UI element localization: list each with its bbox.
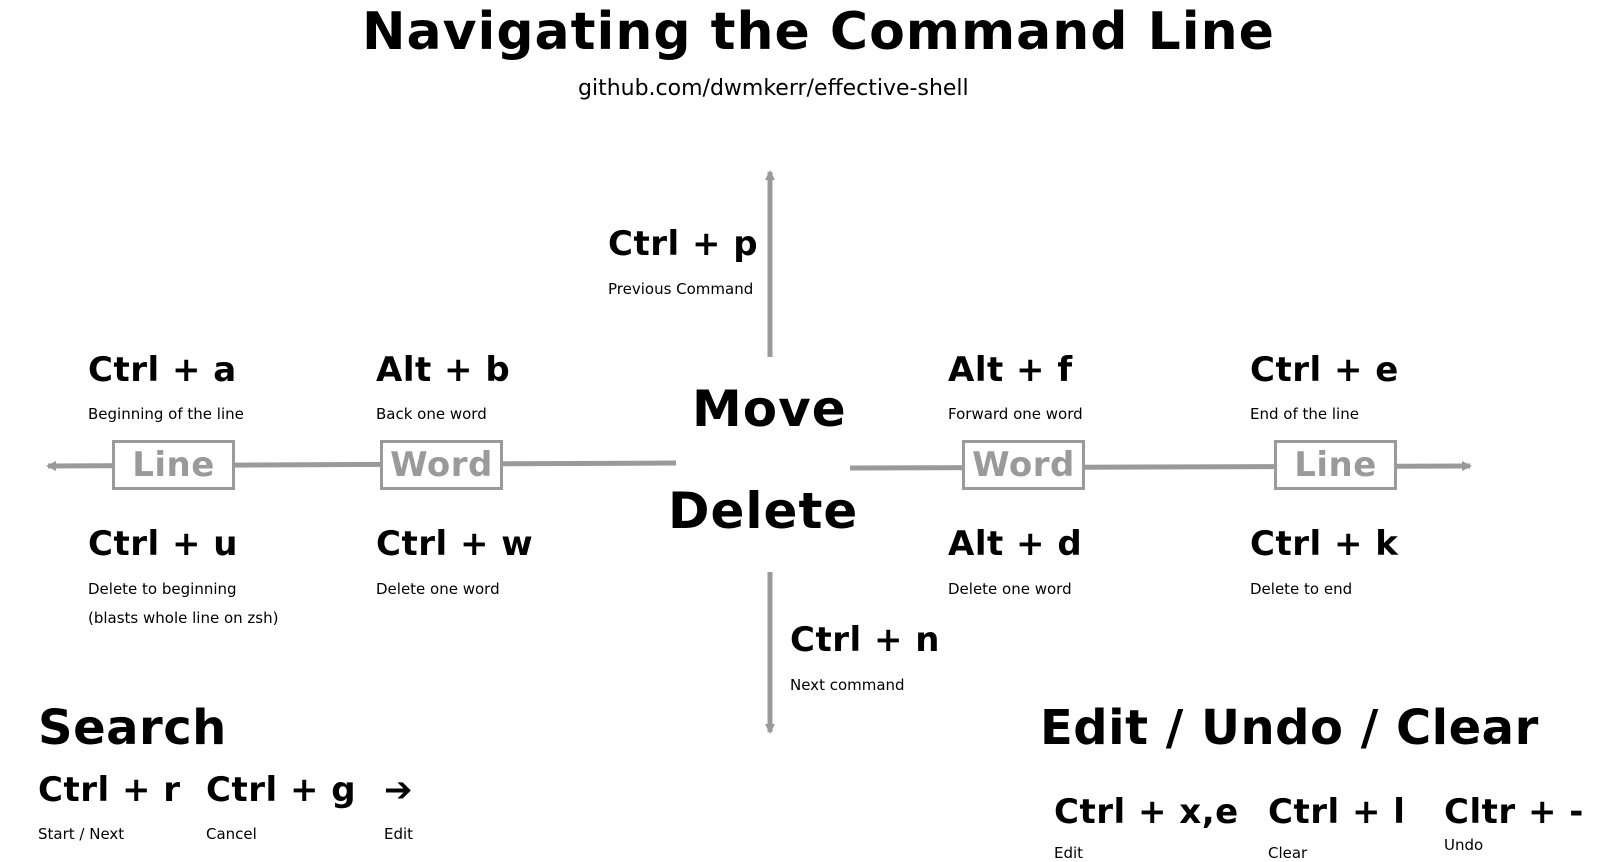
next-command-desc: Next command	[790, 676, 905, 694]
next-command-key: Ctrl + n	[790, 620, 940, 660]
move-line-start-desc: Beginning of the line	[88, 405, 244, 423]
move-word-forward-desc: Forward one word	[948, 405, 1083, 423]
move-label: Move	[692, 380, 847, 438]
edit-title: Edit / Undo / Clear	[1040, 700, 1539, 756]
delete-line-end-key: Ctrl + k	[1250, 524, 1399, 564]
previous-command-key: Ctrl + p	[608, 224, 759, 264]
search-cancel-key: Ctrl + g	[206, 770, 357, 810]
delete-word-forward-desc: Delete one word	[948, 580, 1072, 598]
search-edit-arrow-icon: ➔	[384, 770, 413, 810]
delete-line-start-key: Ctrl + u	[88, 524, 238, 564]
delete-line-start-desc: Delete to beginning	[88, 580, 237, 598]
delete-word-back-desc: Delete one word	[376, 580, 500, 598]
right-line-box: Line	[1274, 440, 1397, 490]
delete-word-forward-key: Alt + d	[948, 524, 1083, 564]
move-word-forward-key: Alt + f	[948, 350, 1073, 390]
delete-word-back-key: Ctrl + w	[376, 524, 534, 564]
delete-label: Delete	[668, 482, 859, 540]
delete-line-end-desc: Delete to end	[1250, 580, 1353, 598]
left-word-box: Word	[380, 440, 503, 490]
undo-desc: Undo	[1444, 836, 1484, 854]
search-edit-desc: Edit	[384, 825, 414, 843]
right-word-box: Word	[962, 440, 1085, 490]
move-word-back-desc: Back one word	[376, 405, 487, 423]
search-title: Search	[38, 700, 227, 756]
delete-line-start-note: (blasts whole line on zsh)	[88, 609, 279, 627]
left-line-box: Line	[112, 440, 235, 490]
undo-key: Cltr + -	[1444, 792, 1584, 832]
move-line-start-key: Ctrl + a	[88, 350, 237, 390]
move-line-end-desc: End of the line	[1250, 405, 1359, 423]
move-line-end-key: Ctrl + e	[1250, 350, 1399, 390]
previous-command-desc: Previous Command	[608, 280, 754, 298]
edit-key: Ctrl + x,e	[1054, 792, 1239, 832]
page-title: Navigating the Command Line	[362, 2, 1275, 62]
move-word-back-key: Alt + b	[376, 350, 511, 390]
search-start-desc: Start / Next	[38, 825, 125, 843]
clear-desc: Clear	[1268, 844, 1308, 862]
edit-desc: Edit	[1054, 844, 1084, 862]
search-start-key: Ctrl + r	[38, 770, 181, 810]
search-cancel-desc: Cancel	[206, 825, 257, 843]
page-subtitle: github.com/dwmkerr/effective-shell	[578, 76, 969, 101]
clear-key: Ctrl + l	[1268, 792, 1406, 832]
